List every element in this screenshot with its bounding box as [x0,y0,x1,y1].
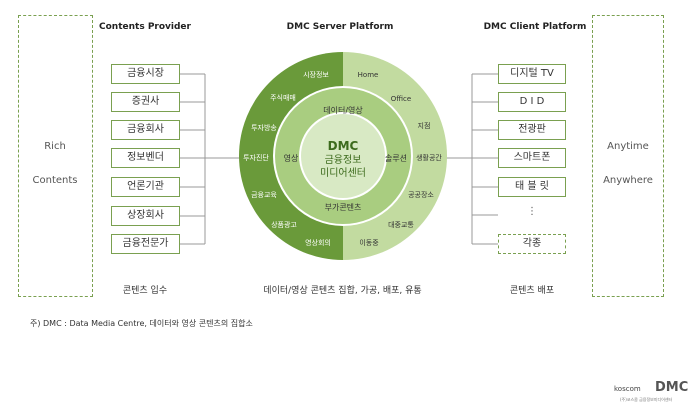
provider-financial-company: 금융회사 [111,120,180,140]
outer-left-4: 금융교육 [251,191,277,199]
mid-bottom: 부가콘텐츠 [325,202,362,212]
outer-right-0: Home [358,71,379,79]
caption-content-distribution: 콘텐츠 배포 [509,286,555,296]
anytime-label: Anytime [607,141,649,152]
core-circle [301,114,385,198]
outer-left-3: 투자진단 [243,153,269,162]
client-ellipsis: ⋮ [527,206,537,217]
core-line3: 미디어센터 [320,167,366,179]
rich-label: Rich [44,141,66,152]
client-did: D I D [498,92,566,112]
outer-right-1: Office [391,95,411,103]
logo-subtitle: (주)코스콤 금융정보미디어센터 [620,397,673,402]
dmc-client-platform-title: DMC Client Platform [483,22,587,32]
core-dmc: DMC [328,139,359,153]
dmc-server-platform-title: DMC Server Platform [286,22,394,32]
footnote: 주) DMC : Data Media Centre, 데이터와 영상 콘텐츠의… [30,319,253,328]
outer-right-2: 지점 [418,121,431,130]
provider-financial-market: 금융시장 [111,64,180,84]
outer-right-6: 이동중 [359,238,379,247]
outer-left-1: 주식매매 [270,93,296,102]
mid-top: 데이터/영상 [323,105,363,115]
provider-press: 언론기관 [111,177,180,197]
outer-left-0: 시장정보 [303,70,329,79]
anywhere-label: Anywhere [603,175,653,186]
provider-securities: 증권사 [111,92,180,112]
rich-contents-panel [18,15,93,297]
anytime-anywhere-panel [592,15,664,297]
core-line2: 금융정보 [325,154,362,166]
outer-right-4: 공공장소 [408,190,434,199]
client-smartphone: 스마트폰 [498,148,566,168]
mid-right: 솔루션 [385,153,407,163]
client-digital-tv: 디지털 TV [498,64,566,84]
koscom-brand: koscom [614,385,641,393]
outer-left-2: 투자방송 [251,123,277,132]
caption-content-acquisition: 콘텐츠 입수 [122,286,168,296]
contents-label: Contents [32,175,78,186]
outer-right-3: 생활공간 [416,153,442,162]
outer-left-6: 영상회의 [305,238,331,247]
client-tablet: 태 블 릿 [498,177,566,197]
outer-right-5: 대중교통 [388,221,414,229]
provider-listed-company: 상장회사 [111,206,180,226]
dmc-mark: DMC [655,380,689,395]
client-billboard: 전광판 [498,120,566,140]
client-various: 각종 [498,234,566,254]
contents-provider-title: Contents Provider [99,22,191,32]
outer-left-5: 상품광고 [271,220,297,229]
mid-left: 영상 [284,153,299,163]
koscom-dmc-logo: koscom DMC (주)코스콤 금융정보미디어센터 [612,380,692,410]
provider-info-vendor: 정보벤더 [111,148,180,168]
provider-financial-expert: 금융전문가 [111,234,180,254]
caption-content-processing: 데이터/영상 콘텐츠 집합, 가공, 배포, 유통 [263,286,422,296]
